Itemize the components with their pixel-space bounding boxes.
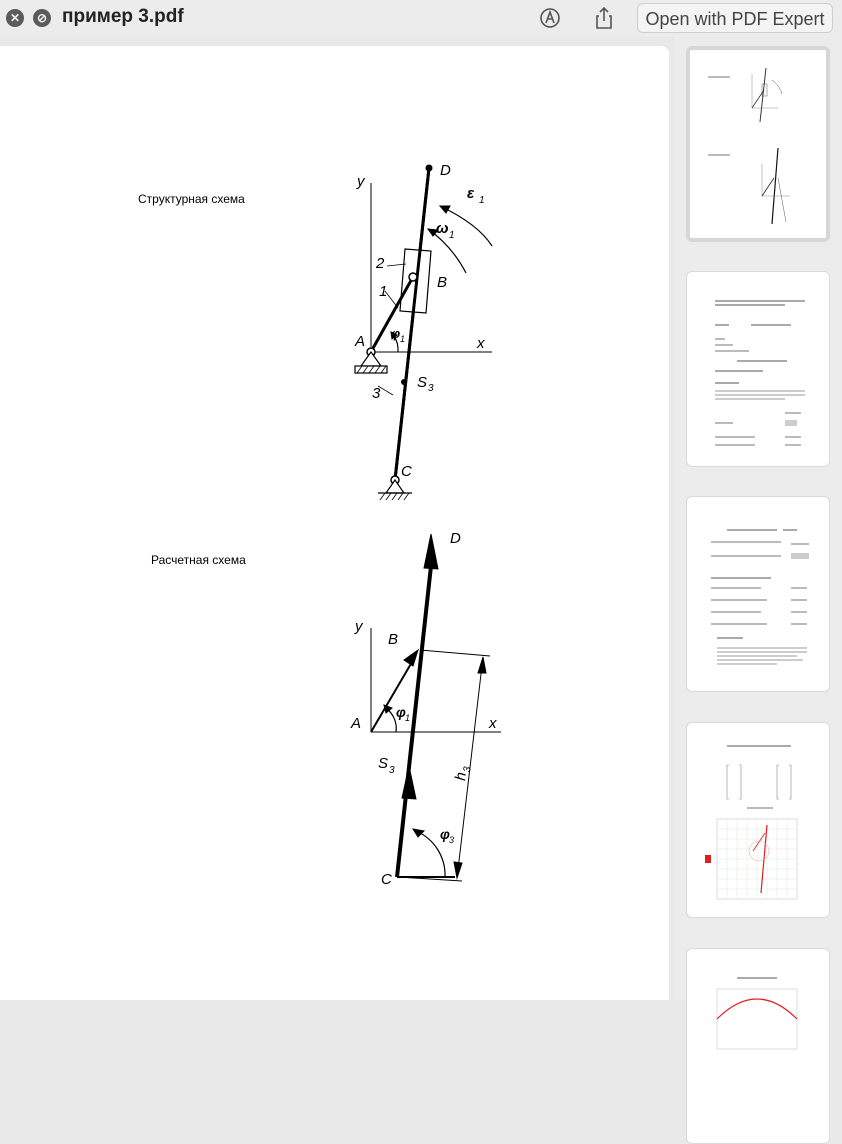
thumbnail-5-preview xyxy=(716,977,798,1050)
svg-text:1: 1 xyxy=(449,230,455,241)
thumbnail-sidebar[interactable] xyxy=(674,36,842,1144)
label-b-2: B xyxy=(388,631,398,648)
structural-scheme-diagram: D ε 1 ω 1 y 2 1 B A x φ 1 S 3 3 C xyxy=(354,162,493,501)
svg-text:1: 1 xyxy=(479,195,485,206)
label-x-2: x xyxy=(488,715,497,732)
label-phi1-2: φ xyxy=(396,704,406,720)
label-d: D xyxy=(440,162,451,179)
label-y-2: y xyxy=(354,618,364,635)
svg-text:3: 3 xyxy=(449,835,454,845)
pdf-page: Структурная схема Расчетная схема xyxy=(0,46,669,1000)
share-icon[interactable] xyxy=(592,6,616,30)
structural-scheme-label: Структурная схема xyxy=(138,192,245,206)
label-3: 3 xyxy=(372,385,381,402)
label-c: C xyxy=(401,463,412,480)
svg-text:3: 3 xyxy=(389,765,395,776)
label-epsilon: ε xyxy=(467,185,475,202)
label-2: 2 xyxy=(375,255,385,272)
label-phi1: φ xyxy=(391,326,400,341)
svg-text:1: 1 xyxy=(405,713,410,723)
label-1: 1 xyxy=(379,283,387,300)
page-thumbnail-1[interactable] xyxy=(686,46,830,242)
label-x: x xyxy=(476,335,485,352)
close-window-icon[interactable]: ✕ xyxy=(6,9,24,27)
blocked-icon[interactable]: ⊘ xyxy=(33,9,51,27)
label-a-2: A xyxy=(350,715,361,732)
page-thumbnail-4[interactable] xyxy=(686,722,830,918)
label-phi3: φ xyxy=(440,826,450,842)
thumbnail-2-preview xyxy=(715,300,805,446)
label-h3: h xyxy=(452,771,470,781)
svg-text:3: 3 xyxy=(462,766,474,773)
calculation-scheme-diagram: D y B A x φ 1 S 3 h 3 φ 3 C xyxy=(350,530,501,888)
markup-icon[interactable] xyxy=(538,6,562,30)
label-c-2: C xyxy=(381,871,392,888)
page-thumbnail-5[interactable] xyxy=(686,948,830,1144)
page-thumbnail-3[interactable] xyxy=(686,496,830,692)
open-with-pdf-expert-button[interactable]: Open with PDF Expert xyxy=(637,3,833,33)
label-y: y xyxy=(356,173,366,190)
label-a: A xyxy=(354,333,365,350)
label-b: B xyxy=(437,274,447,291)
thumbnail-3-preview xyxy=(711,529,809,665)
calc-scheme-label: Расчетная схема xyxy=(151,553,246,567)
svg-text:3: 3 xyxy=(428,383,434,394)
thumbnail-1-preview xyxy=(708,67,790,225)
title-bar: ✕ ⊘ пример 3.pdf Open with PDF Expert xyxy=(0,0,842,36)
label-s3-2: S xyxy=(378,755,388,772)
document-title: пример 3.pdf xyxy=(62,6,184,27)
label-omega: ω xyxy=(436,220,449,237)
thumbnail-4-preview xyxy=(705,745,798,900)
svg-text:1: 1 xyxy=(400,334,405,344)
label-s3: S xyxy=(417,374,427,391)
label-d-2: D xyxy=(450,530,461,547)
page-thumbnail-2[interactable] xyxy=(686,271,830,467)
